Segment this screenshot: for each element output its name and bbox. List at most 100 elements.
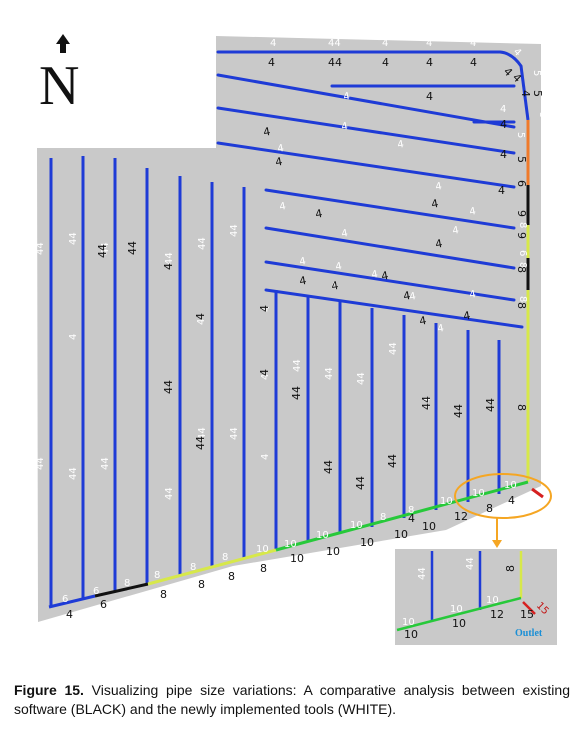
pipe-size-label-white: 4 xyxy=(500,104,506,115)
pipe-size-label-black: 10 xyxy=(326,545,340,558)
inset-arrow-head-icon xyxy=(492,540,502,548)
diagonal-pipes xyxy=(216,50,524,329)
pipe-size-label-black: 4 xyxy=(408,512,415,525)
outlet-red xyxy=(531,487,544,499)
pipe-size-label-black: 4 xyxy=(258,305,271,312)
pipe-top xyxy=(216,50,523,68)
inset-collector xyxy=(396,596,522,632)
pipe-diag-1 xyxy=(216,73,516,129)
pipe-size-label-white: 44 xyxy=(324,367,335,380)
pipe-size-label-black: 4 xyxy=(426,56,433,69)
pipe-size-label-white: 4 xyxy=(196,319,207,325)
pipe-size-label-black: 44 xyxy=(162,380,175,394)
pipe-size-label-black: 4 xyxy=(258,369,271,376)
pipe-size-label-black: 4 xyxy=(314,207,323,221)
pipe-size-label-white: 4 xyxy=(470,38,476,49)
bottom-collector xyxy=(48,480,544,609)
pipe-size-label-black: 4 xyxy=(500,118,507,131)
pipe-size-label-black: 8 xyxy=(260,562,267,575)
pipe-size-label-white: 4 xyxy=(68,334,79,340)
outlet-label: Outlet xyxy=(515,628,543,639)
pipe-size-label-white: 4 xyxy=(469,289,477,301)
pipe-size-label-white: 4 xyxy=(435,181,443,193)
north-label: N xyxy=(39,55,79,117)
pipe-size-label-black: 44 xyxy=(386,454,399,468)
pipe-size-label-white: 44 xyxy=(197,427,208,440)
pipe-size-label-white: 10 xyxy=(504,480,517,491)
pipe-size-label-black: 44 xyxy=(484,398,497,412)
figure-caption: Figure 15. Visualizing pipe size variati… xyxy=(14,681,570,719)
pipe-size-label-black: 8 xyxy=(515,302,528,309)
pipe-size-label-black: 5 xyxy=(531,90,544,97)
pipe-size-label-white: 4 xyxy=(260,454,271,460)
pipe-size-label-white: 4 xyxy=(341,228,349,240)
pipe-size-label-black: 44 xyxy=(126,241,139,255)
inset-label: 10 xyxy=(402,617,415,628)
pipe-size-label-black: 10 xyxy=(394,528,408,541)
pipe-size-label-white: 4 xyxy=(277,143,285,155)
pipe-size-label-white: 8 xyxy=(190,562,196,573)
pipe-size-label-black: 9 xyxy=(515,232,528,239)
pipe-size-label-white: 6 xyxy=(93,586,99,597)
pipe-size-label-black: 8 xyxy=(486,502,493,515)
pipe-size-label-white: 44 xyxy=(229,427,240,440)
pipe-size-label-black: 4 xyxy=(498,184,505,197)
collector-yellow xyxy=(147,548,277,586)
pipe-size-label-black: 10 xyxy=(422,520,436,533)
inset-label: 44 xyxy=(417,567,428,580)
pipe-diag-5 xyxy=(264,226,516,270)
pipe-size-label-white: 8 xyxy=(517,222,528,228)
pipe-size-label-white: 4 xyxy=(330,281,339,293)
pipe-size-label-black: 8 xyxy=(515,404,528,411)
pipe-size-label-black: 9 xyxy=(515,210,528,217)
pipe-size-label-black: 4 xyxy=(500,148,507,161)
pipe-size-label-black: 4 xyxy=(418,314,427,328)
pipe-size-label-black: 44 xyxy=(322,460,335,474)
highlight-ellipse xyxy=(454,473,552,519)
caption-label: Figure 15. xyxy=(14,682,84,698)
pipe-size-label-white: 4 xyxy=(382,38,388,49)
north-arrow-icon xyxy=(56,34,70,53)
pipe-size-label-white: 10 xyxy=(284,539,297,550)
collector-green xyxy=(275,480,529,552)
pipe-size-label-white: 4 xyxy=(371,269,379,281)
pipe-size-label-white: 6 xyxy=(517,250,528,256)
pipe-size-label-black: 4 xyxy=(162,263,175,270)
pipe-size-label-black: 4 xyxy=(66,608,73,621)
pipe-size-label-black: 5 xyxy=(515,156,528,163)
pipe-size-label-black: 44 xyxy=(420,396,433,410)
pipe-size-label-white: 44 xyxy=(229,224,240,237)
pipe-size-label-black: 4 xyxy=(519,90,532,97)
pipe-size-label-black: 4 xyxy=(402,289,411,303)
pipe-size-label-white: 4 xyxy=(409,291,417,303)
pipe-size-label-white: 4 xyxy=(299,256,307,268)
pipe-size-label-black: 6 xyxy=(515,180,528,187)
pipe-size-label-white: 4 xyxy=(426,38,432,49)
pipe-size-label-black: 10 xyxy=(360,536,374,549)
pipe-size-label-white: 4 xyxy=(343,91,351,103)
inset-label: 12 xyxy=(490,608,504,621)
pipe-size-label-black: 4 xyxy=(330,279,339,293)
pipe-size-label-white: 44 xyxy=(356,372,367,385)
trunk-blue xyxy=(519,65,530,121)
pipe-size-label-black: 4 xyxy=(462,309,471,323)
pipe-size-label-black: 44 xyxy=(290,386,303,400)
pipe-network-figure: N xyxy=(35,34,557,645)
pipe-size-label-black: 44 xyxy=(194,436,207,450)
inset-label: 10 xyxy=(404,628,418,641)
pipe-size-label-black: 4 xyxy=(434,237,443,251)
pipe-size-label-white: 10 xyxy=(440,496,453,507)
pipe-size-label-white: 8 xyxy=(380,512,386,523)
pipe-size-label-black: 4 xyxy=(426,90,433,103)
pipe-size-label-white: 10 xyxy=(472,488,485,499)
pipe-size-label-white: 44 xyxy=(164,487,175,500)
pipe-size-label-black: 44 xyxy=(96,244,109,258)
collector-black xyxy=(94,582,149,598)
pipe-size-label-black: 6 xyxy=(100,598,107,611)
pipe-size-label-white: 8 xyxy=(517,262,528,268)
inset-box xyxy=(395,549,557,645)
pipe-diag-2 xyxy=(216,106,516,155)
pipe-size-label-black: 8 xyxy=(228,570,235,583)
pipe-size-label-black: 8 xyxy=(160,588,167,601)
